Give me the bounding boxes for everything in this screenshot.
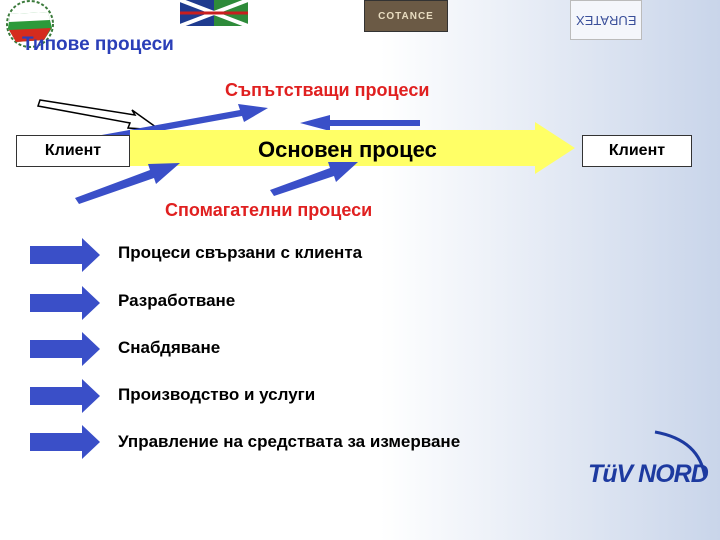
list-arrow-5 bbox=[30, 425, 100, 459]
list-arrow-4 bbox=[30, 379, 100, 413]
list-arrow-2 bbox=[30, 286, 100, 320]
list-arrow-3 bbox=[30, 332, 100, 366]
background-gradient bbox=[380, 0, 720, 540]
list-arrow-1 bbox=[30, 238, 100, 272]
auxiliary-arrow-2 bbox=[270, 162, 358, 196]
partner-flags-logo bbox=[180, 0, 248, 26]
incoming-outline-arrow bbox=[37, 99, 163, 131]
supporting-processes-label: Съпътстващи процеси bbox=[225, 80, 430, 100]
process-item-production: Производство и услуги bbox=[118, 385, 316, 404]
auxiliary-processes-label: Спомагателни процеси bbox=[165, 200, 373, 220]
tuv-nord-logo: TüV NORD bbox=[588, 460, 709, 488]
client-box-right: Клиент bbox=[582, 135, 692, 167]
tuv-arc-icon bbox=[654, 430, 707, 479]
supporting-arrow-2 bbox=[300, 115, 420, 131]
process-item-development: Разработване bbox=[118, 291, 236, 310]
main-process-label: Основен процес bbox=[258, 137, 437, 162]
process-list-arrows bbox=[30, 238, 100, 459]
process-item-measurement: Управление на средствата за измерване bbox=[118, 432, 461, 451]
client-left-label: Клиент bbox=[44, 142, 102, 159]
auxiliary-arrow-1 bbox=[75, 163, 180, 204]
euratex-logo: EURATEX bbox=[570, 0, 642, 40]
cotance-logo-text: COTANCE bbox=[378, 10, 434, 22]
page-title: Типове процеси bbox=[22, 34, 174, 55]
process-item-customer: Процеси свързани с клиента bbox=[118, 243, 363, 262]
bulgaria-map-logo bbox=[6, 0, 54, 48]
process-item-procurement: Снабдяване bbox=[118, 338, 221, 357]
main-process-arrow bbox=[130, 122, 575, 174]
client-box-left: Клиент bbox=[16, 135, 130, 167]
client-right-label: Клиент bbox=[608, 142, 666, 159]
cotance-logo: COTANCE bbox=[364, 0, 448, 32]
